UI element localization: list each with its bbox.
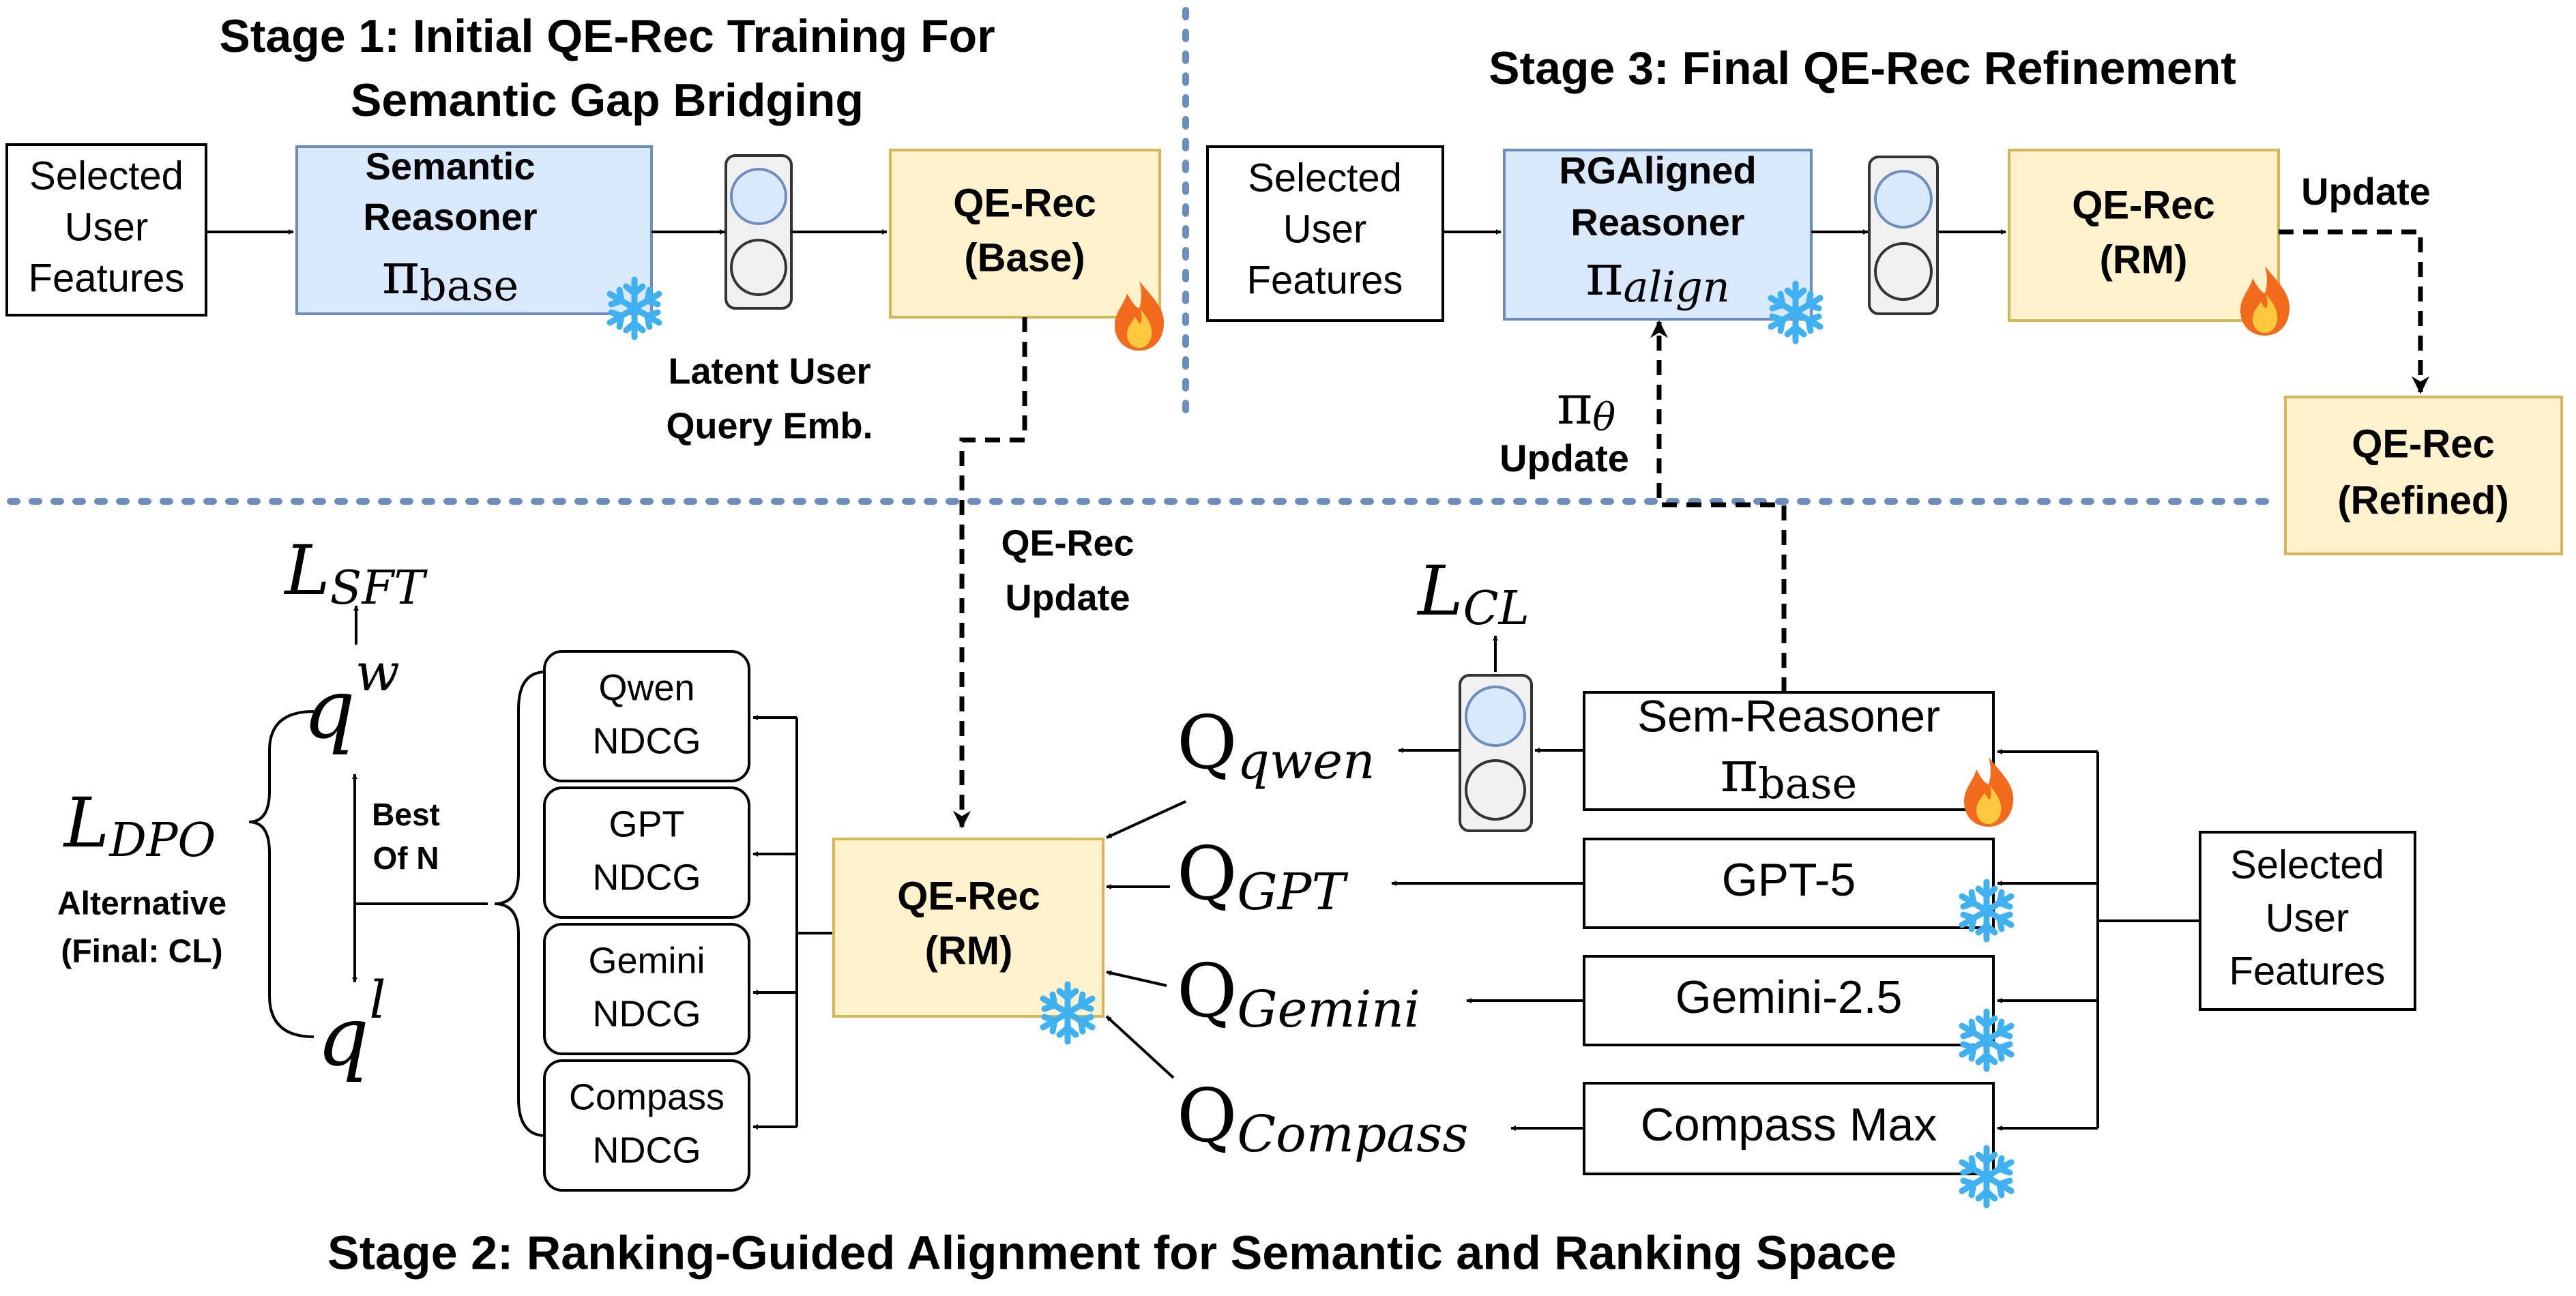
dashed-arrow-qerec-update <box>953 317 1027 829</box>
stage1-embedding-vector <box>724 154 793 310</box>
q-winner: qw <box>303 642 400 757</box>
svg-text:User: User <box>1283 207 1366 251</box>
svg-text:NDCG: NDCG <box>593 1130 701 1170</box>
gpt5-box: GPT-5 <box>1583 838 1995 929</box>
svg-text:Selected: Selected <box>29 153 184 198</box>
svg-text:NDCG: NDCG <box>593 993 701 1034</box>
svg-text:Features: Features <box>2229 949 2386 993</box>
loss-cl: LCL <box>1416 551 1530 636</box>
stage1-qerec-base-box: QE-Rec (Base) <box>889 149 1161 319</box>
svg-text:NDCG: NDCG <box>593 720 701 761</box>
stage1-selected-features-box: Selected User Features <box>5 143 207 316</box>
stage2-selected-features-box: Selected User Features <box>2199 831 2416 1011</box>
qerec-update-label-line2: Update <box>1005 577 1130 618</box>
stage3-update-label: Update <box>2301 170 2431 213</box>
stage1-semantic-reasoner-box: Semantic Reasoner πbase <box>295 145 653 315</box>
best-of-n-line1: Best <box>372 797 440 832</box>
ndcg-box-compass: Compass NDCG <box>543 1059 750 1192</box>
svg-text:Gemini-2.5: Gemini-2.5 <box>1675 971 1903 1023</box>
stage2-qerec-rm-box: QE-Rec (RM) <box>832 838 1104 1018</box>
svg-text:(RM): (RM) <box>2100 237 2188 282</box>
ndcg-box-gpt: GPT NDCG <box>543 786 750 919</box>
svg-text:πbase: πbase <box>1721 738 1857 808</box>
loss-sft: LSFT <box>283 531 428 615</box>
svg-text:Gemini: Gemini <box>588 940 705 981</box>
pi-theta-update-label: Update <box>1499 437 1629 480</box>
svg-text:GPT: GPT <box>609 804 684 844</box>
svg-text:Features: Features <box>29 256 185 300</box>
svg-text:QE-Rec: QE-Rec <box>953 181 1096 225</box>
stage3-qerec-rm-box: QE-Rec (RM) <box>2008 149 2280 322</box>
stage3-selected-features-box: Selected User Features <box>1206 145 1444 322</box>
stage3-aligned-reasoner-box: RGAligned Reasoner πalign <box>1503 149 1813 321</box>
svg-text:RGAligned: RGAligned <box>1559 149 1756 192</box>
svg-text:Reasoner: Reasoner <box>363 195 537 238</box>
svg-text:πalign: πalign <box>1585 241 1729 312</box>
dpo-brace <box>248 710 314 1038</box>
ndcg-box-gemini: Gemini NDCG <box>543 923 750 1055</box>
stage3-embedding-vector <box>1868 156 1939 315</box>
snowflake-icon <box>1962 1148 2011 1205</box>
pi-theta-symbol: πθ <box>1557 373 1615 440</box>
svg-text:Selected: Selected <box>2230 842 2384 887</box>
svg-text:Compass Max: Compass Max <box>1641 1099 1937 1151</box>
q-gemini: QGemini <box>1177 949 1420 1039</box>
stage1-title-line1: Stage 1: Initial QE-Rec Training For <box>219 10 995 62</box>
q-loser: ql <box>317 969 385 1085</box>
qerec-update-label-line1: QE-Rec <box>1001 522 1134 563</box>
svg-text:Qwen: Qwen <box>598 667 694 708</box>
svg-text:QE-Rec: QE-Rec <box>2352 422 2495 466</box>
ndcg-brace <box>494 671 546 1137</box>
gemini25-box: Gemini-2.5 <box>1583 955 1995 1046</box>
dashed-arrow-pi-theta-update <box>1650 320 1787 692</box>
svg-text:QE-Rec: QE-Rec <box>2072 183 2215 227</box>
alternative-label-line2: (Final: CL) <box>61 934 222 970</box>
svg-text:Sem-Reasoner: Sem-Reasoner <box>1637 690 1940 741</box>
qerec-refined-box: QE-Rec (Refined) <box>2284 396 2563 555</box>
svg-text:πbase: πbase <box>382 240 518 310</box>
svg-text:NDCG: NDCG <box>593 857 701 898</box>
arrow-qgemini-to-rm <box>1106 970 1167 987</box>
best-of-n-line2: Of N <box>372 840 439 876</box>
compass-max-box: Compass Max <box>1583 1082 1995 1175</box>
stage2-embedding-vector <box>1459 674 1533 832</box>
q-qwen: Qqwen <box>1177 701 1375 791</box>
svg-text:Reasoner: Reasoner <box>1570 201 1744 244</box>
ndcg-box-qwen: Qwen NDCG <box>543 650 750 782</box>
latent-query-label-line1: Latent User <box>668 351 870 392</box>
stage2-title: Stage 2: Ranking-Guided Alignment for Se… <box>327 1226 1897 1279</box>
arrow-qcompass-to-rm <box>1105 1015 1175 1079</box>
stage1-title-line2: Semantic Gap Bridging <box>351 74 864 126</box>
svg-text:GPT-5: GPT-5 <box>1722 854 1856 906</box>
q-compass: QCompass <box>1177 1074 1468 1164</box>
svg-text:(RM): (RM) <box>925 928 1013 973</box>
svg-text:User: User <box>2266 896 2349 940</box>
svg-text:(Base): (Base) <box>964 235 1085 280</box>
svg-text:QE-Rec: QE-Rec <box>897 874 1040 918</box>
svg-text:User: User <box>65 205 148 249</box>
svg-text:Selected: Selected <box>1248 156 1402 200</box>
sem-reasoner-box: Sem-Reasoner πbase <box>1583 690 1995 811</box>
dashed-arrow-refine <box>2279 229 2429 394</box>
stage3-title: Stage 3: Final QE-Rec Refinement <box>1489 42 2236 94</box>
latent-query-label-line2: Query Emb. <box>666 405 873 446</box>
loss-dpo: LDPO <box>63 783 216 868</box>
q-gpt: QGPT <box>1177 831 1348 922</box>
arrow-qqwen-to-rm <box>1106 800 1186 839</box>
svg-text:(Refined): (Refined) <box>2337 478 2508 522</box>
alternative-label-line1: Alternative <box>57 886 226 922</box>
svg-text:Features: Features <box>1247 258 1403 302</box>
svg-text:Compass: Compass <box>569 1076 724 1117</box>
svg-text:Semantic: Semantic <box>366 145 536 188</box>
